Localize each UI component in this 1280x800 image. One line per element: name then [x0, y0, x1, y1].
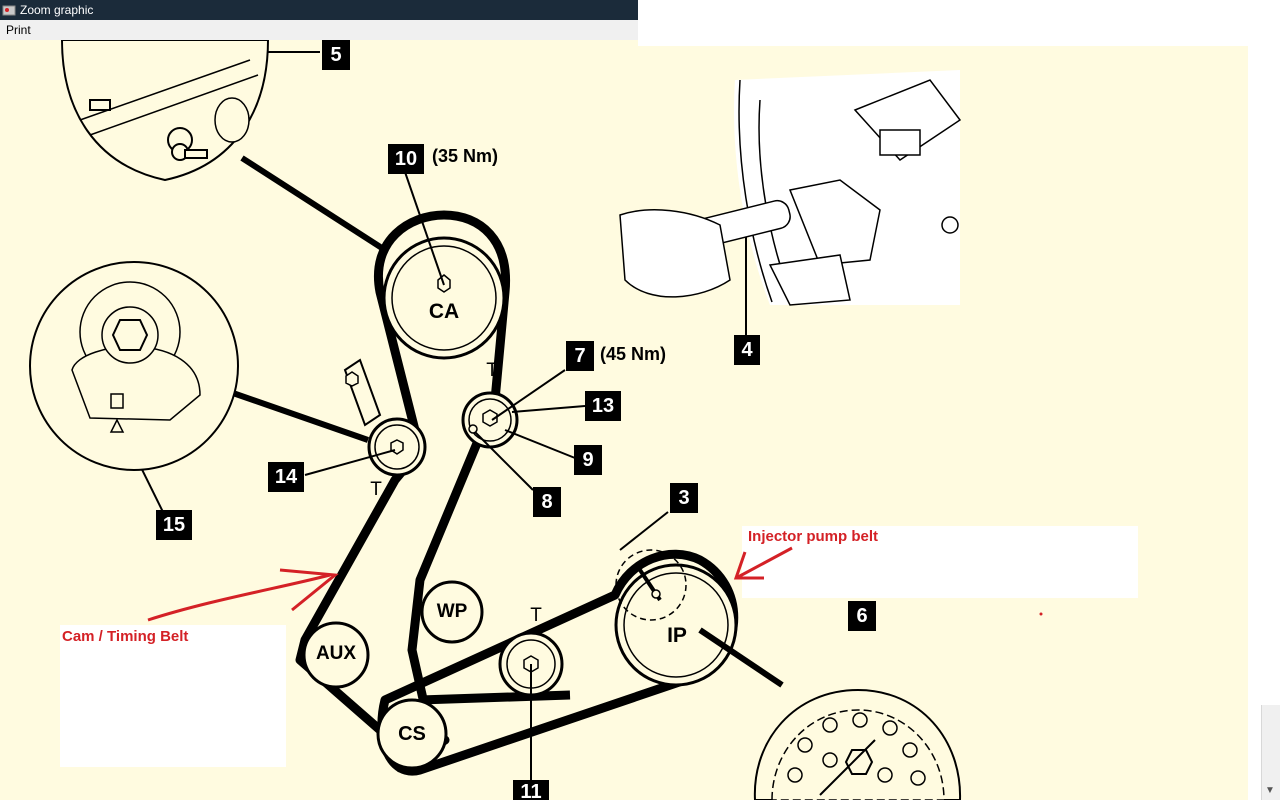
cam-belt-note-box	[60, 625, 286, 767]
water-pump-pulley	[420, 580, 484, 644]
tensioner-pulley-left	[343, 358, 427, 477]
app-icon	[2, 5, 16, 16]
callout-14: 14	[268, 462, 304, 492]
injector-note-box	[742, 526, 1138, 598]
window-title: Zoom graphic	[20, 3, 94, 17]
pulley-label-ip: IP	[667, 624, 687, 647]
injector-pump-belt-label: Injector pump belt	[748, 528, 879, 545]
callout-3: 3	[670, 483, 698, 513]
diagram-graphic	[0, 40, 1248, 800]
red-arrow-cam-belt	[147, 568, 339, 622]
vertical-scrollbar[interactable]: ▼	[1261, 705, 1280, 800]
callout-13: 13	[585, 391, 621, 421]
callout-9: 9	[574, 445, 602, 475]
pulley-label-ca: CA	[428, 300, 460, 323]
callout-15: 15	[156, 510, 192, 540]
cam-timing-belt-label: Cam / Timing Belt	[62, 628, 189, 645]
tensioner-label-left: T	[370, 479, 382, 500]
pulley-label-wp: WP	[436, 601, 468, 622]
detail-sprocket-6	[753, 688, 962, 800]
scroll-down-arrow-icon[interactable]: ▼	[1265, 785, 1275, 796]
detail-circle-5	[60, 40, 270, 182]
pulley-label-aux: AUX	[315, 643, 357, 664]
callout-8: 8	[533, 487, 561, 517]
callout-5: 5	[322, 40, 350, 70]
menu-bar: Print	[0, 20, 638, 41]
cam-bolt-torque: (35 Nm)	[432, 146, 499, 166]
timing-belt-diagram: 10 5 4 7 13 9 8 14 15 3 6 11 (35 Nm) (45…	[0, 40, 1280, 800]
detail-injector-lock	[619, 70, 962, 306]
detail-circle-15	[29, 261, 239, 471]
tensioner-bolt-torque: (45 Nm)	[600, 344, 667, 364]
leader-lines	[119, 51, 784, 780]
callout-11: 11	[513, 780, 549, 800]
callout-4: 4	[734, 335, 760, 365]
red-dot	[1039, 612, 1043, 616]
tensioner-pulley-upper	[461, 391, 519, 449]
aux-pulley	[302, 621, 370, 689]
callout-10: 10	[388, 144, 424, 174]
camshaft-pulley	[382, 236, 506, 360]
window-titlebar: Zoom graphic	[0, 0, 638, 20]
pulley-label-cs: CS	[398, 723, 426, 745]
tensioner-label-upper: T	[486, 360, 498, 381]
red-arrow-injector-belt	[733, 546, 793, 580]
tensioner-label-lower: T	[530, 605, 542, 626]
crankshaft-pulley	[376, 698, 448, 770]
injector-pump-pulley	[614, 549, 738, 687]
callout-6: 6	[848, 601, 876, 631]
callout-7: 7	[566, 341, 594, 371]
print-menu-item[interactable]: Print	[6, 23, 31, 37]
